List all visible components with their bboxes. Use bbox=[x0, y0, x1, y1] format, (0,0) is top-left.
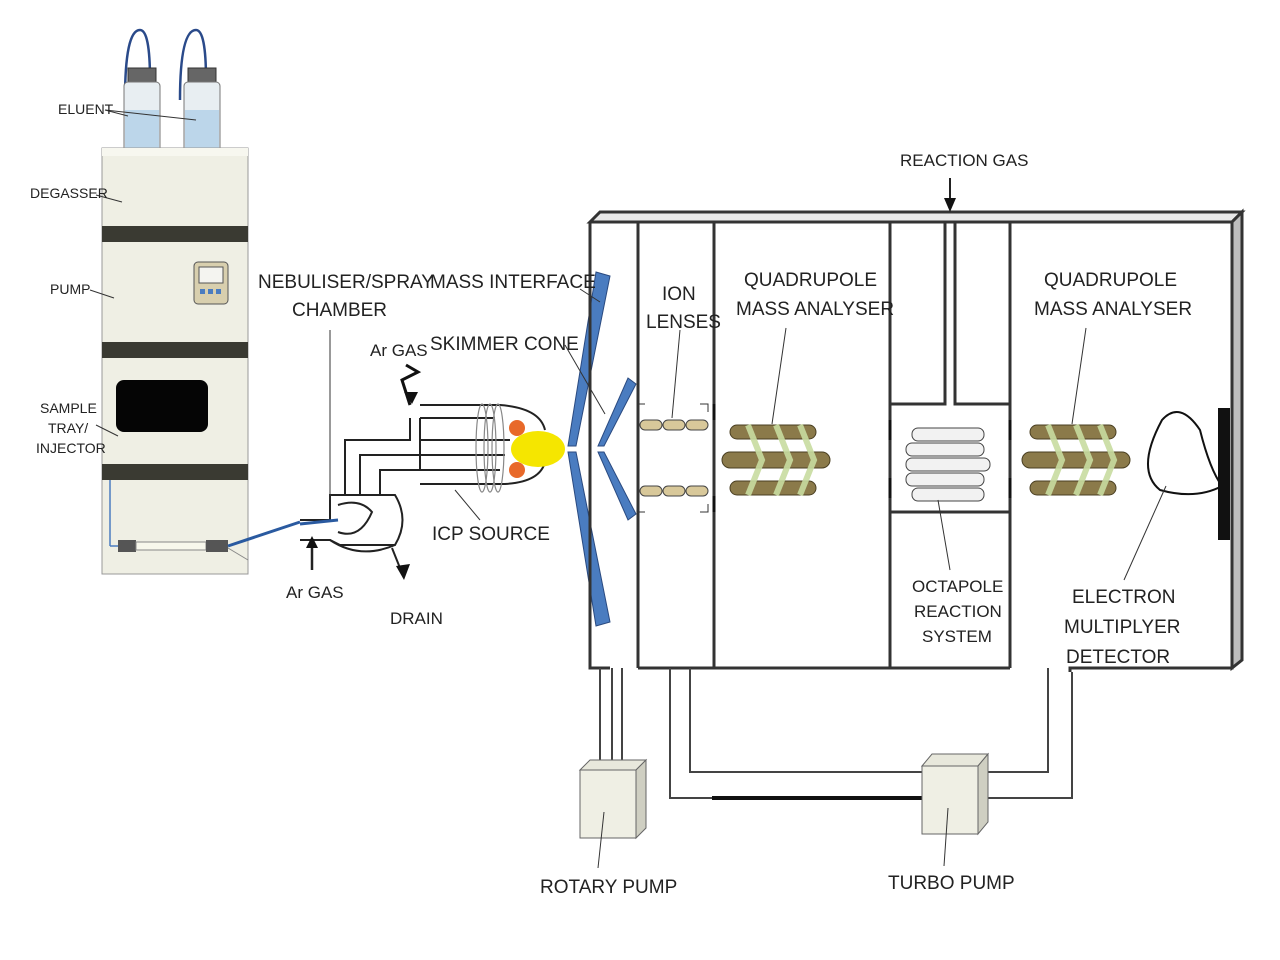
drain-label: DRAIN bbox=[390, 609, 443, 628]
turbo-pump bbox=[920, 752, 990, 836]
spray-chamber bbox=[300, 418, 421, 569]
injector-window bbox=[116, 380, 208, 432]
ion-lenses-label-2: LENSES bbox=[646, 312, 721, 333]
octapole-label-3: SYSTEM bbox=[922, 627, 992, 646]
quadrupole-1-label-1: QUADRUPOLE bbox=[744, 270, 877, 291]
vacuum-housing bbox=[586, 208, 1246, 672]
nebuliser-label-1: NEBULISER/SPRAY bbox=[258, 272, 434, 293]
ar-gas-top-label: Ar GAS bbox=[370, 341, 428, 360]
octapole-label-2: REACTION bbox=[914, 602, 1002, 621]
column bbox=[109, 480, 249, 561]
turbo-pump-label: TURBO PUMP bbox=[888, 873, 1015, 894]
rotary-pump bbox=[578, 758, 648, 840]
electron-multiplier-detector bbox=[1147, 408, 1230, 540]
detector-label-2: MULTIPLYER bbox=[1064, 617, 1181, 638]
induction-coil bbox=[475, 403, 505, 493]
degasser-label: DEGASSER bbox=[30, 185, 108, 201]
eluent-label: ELUENT bbox=[58, 101, 114, 117]
sample-tray-label-2: TRAY/ bbox=[48, 420, 88, 436]
sample-tray-label-3: INJECTOR bbox=[36, 440, 106, 456]
rotary-pump-label: ROTARY PUMP bbox=[540, 877, 677, 898]
octapole bbox=[905, 427, 991, 502]
quadrupole-2-label-1: QUADRUPOLE bbox=[1044, 270, 1177, 291]
plasma bbox=[511, 431, 565, 467]
vacuum-lines bbox=[599, 668, 1073, 799]
pump-label: PUMP bbox=[50, 281, 90, 297]
skimmer-cone-label: SKIMMER CONE bbox=[430, 334, 579, 355]
sample-tray-label-1: SAMPLE bbox=[40, 400, 97, 416]
ion-lenses-label-1: ION bbox=[662, 284, 696, 305]
ar-gas-bottom-label: Ar GAS bbox=[286, 583, 344, 602]
skimmer-cone bbox=[597, 377, 637, 521]
quadrupole-1-label-2: MASS ANALYSER bbox=[736, 299, 894, 320]
coil-dot-bottom bbox=[509, 462, 525, 478]
detector-label-1: ELECTRON bbox=[1072, 587, 1175, 608]
eluent-bottle-2 bbox=[183, 67, 221, 153]
coil-dot-top bbox=[509, 420, 525, 436]
hplc-stack bbox=[101, 28, 301, 575]
pump-display bbox=[193, 261, 229, 305]
quadrupole-2-label-2: MASS ANALYSER bbox=[1034, 299, 1192, 320]
reaction-gas-label: REACTION GAS bbox=[900, 151, 1028, 170]
mass-interface-label: MASS INTERFACE bbox=[430, 272, 596, 293]
quadrupole-2 bbox=[1021, 423, 1131, 497]
icp-source-label: ICP SOURCE bbox=[432, 524, 550, 545]
octapole-label-1: OCTAPOLE bbox=[912, 577, 1003, 596]
nebuliser-label-2: CHAMBER bbox=[292, 300, 387, 321]
ion-lenses bbox=[637, 403, 716, 513]
quadrupole-1 bbox=[721, 423, 831, 497]
detector-label-3: DETECTOR bbox=[1066, 647, 1170, 668]
eluent-bottle-1 bbox=[123, 67, 161, 153]
